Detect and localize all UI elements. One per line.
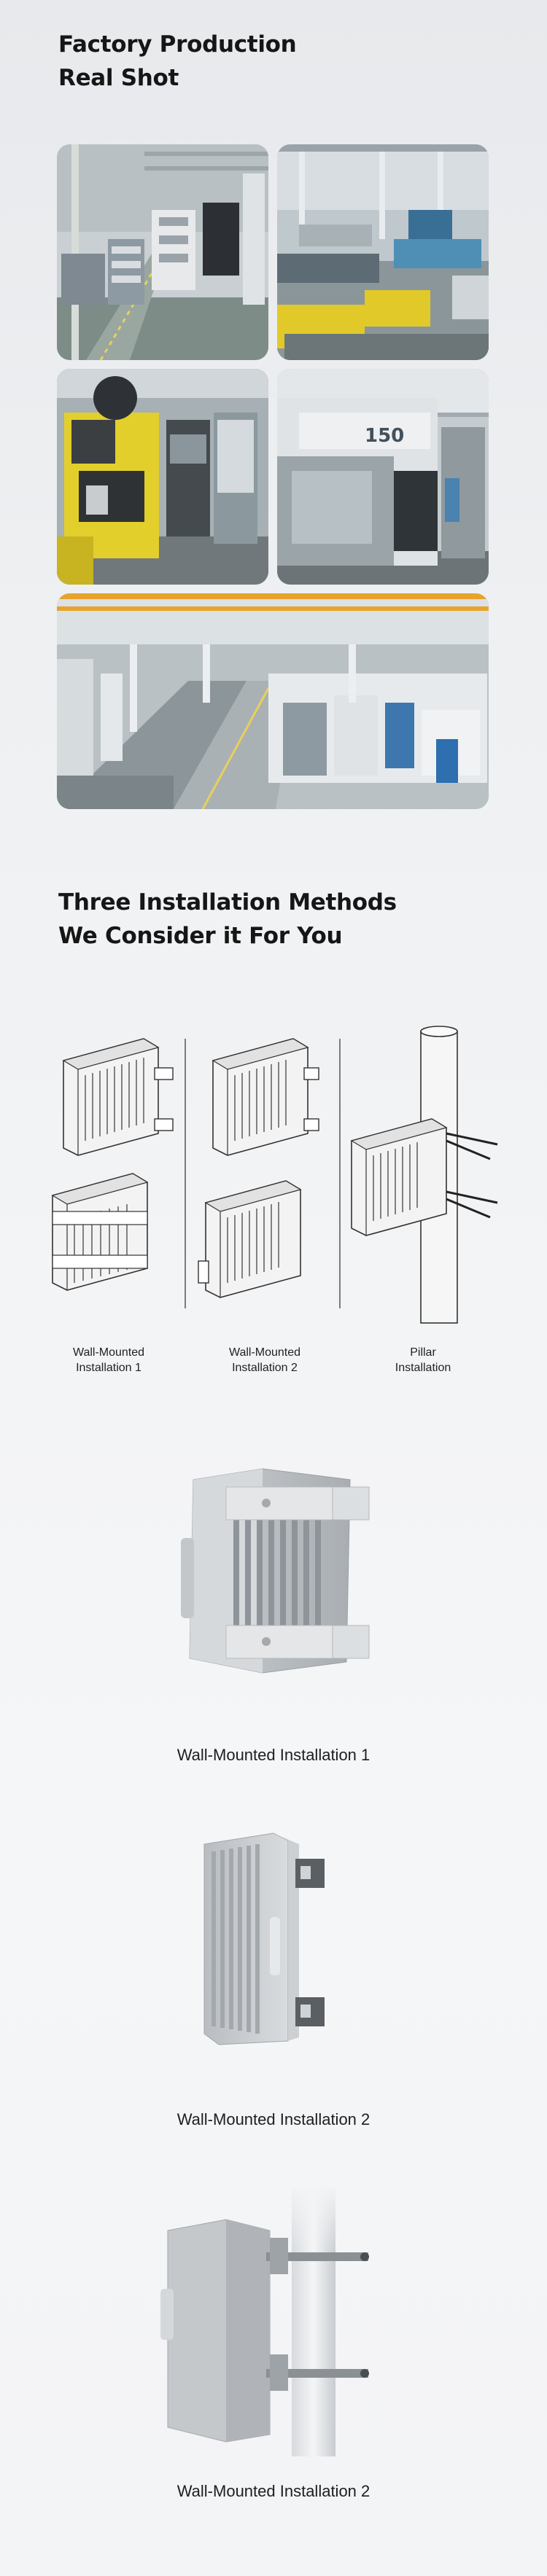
product-image-pillar — [146, 2187, 401, 2456]
product-image-wall-1 — [146, 1465, 401, 1677]
factory-photo-assembly-line — [277, 144, 489, 360]
product-caption-wall-2: Wall-Mounted Installation 2 — [176, 2110, 371, 2128]
installation-diagram-drawing — [52, 1026, 498, 1324]
factory-heading-line2: Real Shot — [58, 65, 179, 91]
svg-text:150: 150 — [365, 425, 404, 447]
product-image-wall-2 — [146, 1830, 401, 2048]
factory-heading-line1: Factory Production — [58, 31, 297, 58]
method-label-pillar: Pillar Installation — [395, 1346, 451, 1374]
product-caption-pillar: Wall-Mounted Installation 2 — [176, 2482, 371, 2500]
method-label-wall-1: Wall-Mounted Installation 1 — [72, 1346, 145, 1374]
factory-photo-workshop — [57, 593, 489, 809]
product-caption-wall-1: Wall-Mounted Installation 1 — [176, 1746, 371, 1764]
installation-heading-line1: Three Installation Methods — [58, 889, 397, 916]
method-label-wall-2: Wall-Mounted Installation 2 — [228, 1346, 301, 1374]
factory-photo-machine — [57, 369, 268, 585]
factory-heading: Factory Production Real Shot — [58, 28, 297, 95]
factory-photo-warehouse — [57, 144, 268, 360]
installation-heading: Three Installation Methods We Consider i… — [58, 886, 397, 953]
installation-diagram: Wall-Mounted Installation 1 Wall-Mounted… — [45, 1017, 505, 1396]
installation-heading-line2: We Consider it For You — [58, 923, 343, 949]
factory-photo-cnc: 150 — [277, 369, 489, 585]
